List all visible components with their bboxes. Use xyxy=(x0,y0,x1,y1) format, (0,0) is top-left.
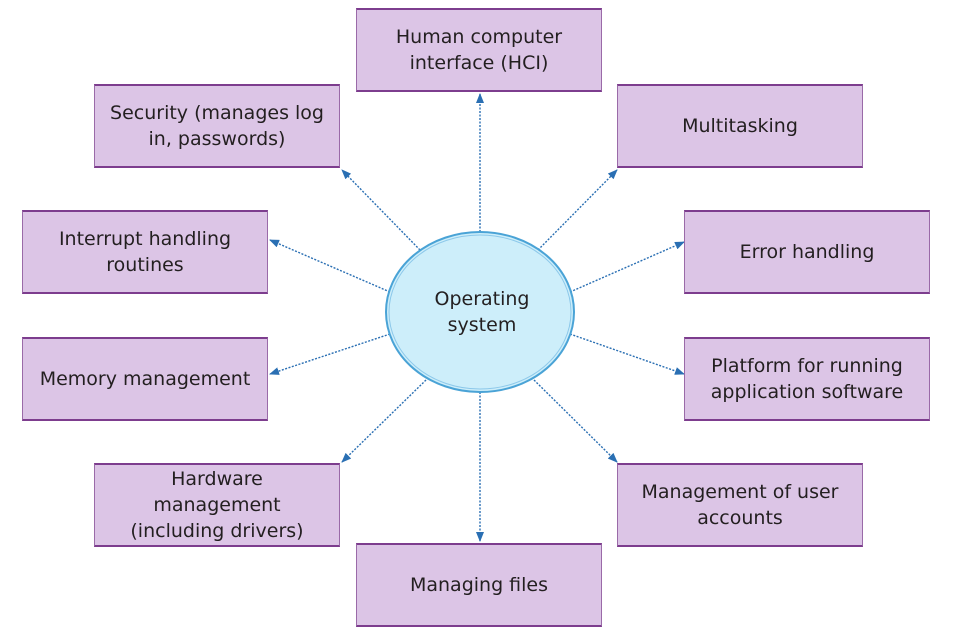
operating-system-label: Operating system xyxy=(390,262,574,362)
arrow-to-security xyxy=(341,169,421,251)
node-user-accounts: Management of user accounts xyxy=(617,463,863,547)
arrow-to-memory xyxy=(269,333,391,375)
node-hardware-management: Hardware management (including drivers) xyxy=(94,463,340,547)
node-error-handling: Error handling xyxy=(684,210,930,294)
node-security: Security (manages log in, passwords) xyxy=(94,84,340,168)
node-interrupt-handling: Interrupt handling routines xyxy=(22,210,268,294)
node-memory-management: Memory management xyxy=(22,337,268,421)
arrow-to-errors xyxy=(569,241,685,293)
node-managing-files: Managing files xyxy=(356,543,602,627)
node-hci: Human computer interface (HCI) xyxy=(356,8,602,92)
arrow-to-accounts xyxy=(533,379,618,463)
operating-system-label-line2: system xyxy=(447,314,517,336)
arrow-to-hardware xyxy=(341,379,427,463)
operating-system-ellipse xyxy=(385,231,575,393)
arrow-to-multitasking xyxy=(537,169,618,251)
operating-system-ellipse-inner-ring xyxy=(388,234,572,390)
operating-system-label-line1: Operating xyxy=(434,288,530,310)
node-multitasking: Multitasking xyxy=(617,84,863,168)
arrow-to-platform xyxy=(569,333,685,375)
node-platform: Platform for running application softwar… xyxy=(684,337,930,421)
arrow-to-interrupts xyxy=(269,239,391,293)
